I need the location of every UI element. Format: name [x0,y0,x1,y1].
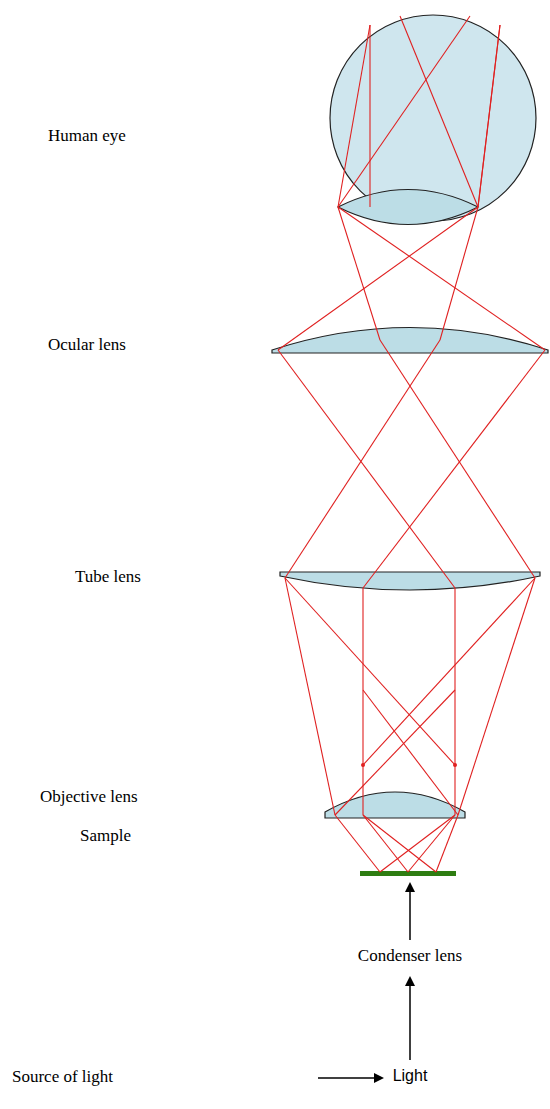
tube-lens-shape [280,572,540,590]
eye-lens [338,190,478,225]
pointer-arrow [409,884,411,940]
focal-point [361,763,365,767]
label: Condenser lens [358,946,462,966]
label: Human eye [48,126,126,146]
focal-point [453,763,457,767]
label: Light [393,1066,428,1085]
light-rays [278,16,545,872]
label: Sample [80,826,131,846]
label: Source of light [12,1067,113,1087]
label: Objective lens [40,787,138,807]
pointer-arrow [318,1077,382,1079]
label: Ocular lens [48,335,126,355]
eyeball [330,15,536,221]
pointer-arrow [409,978,411,1060]
ocular-lens-shape [272,328,548,354]
label: Tube lens [75,567,141,587]
